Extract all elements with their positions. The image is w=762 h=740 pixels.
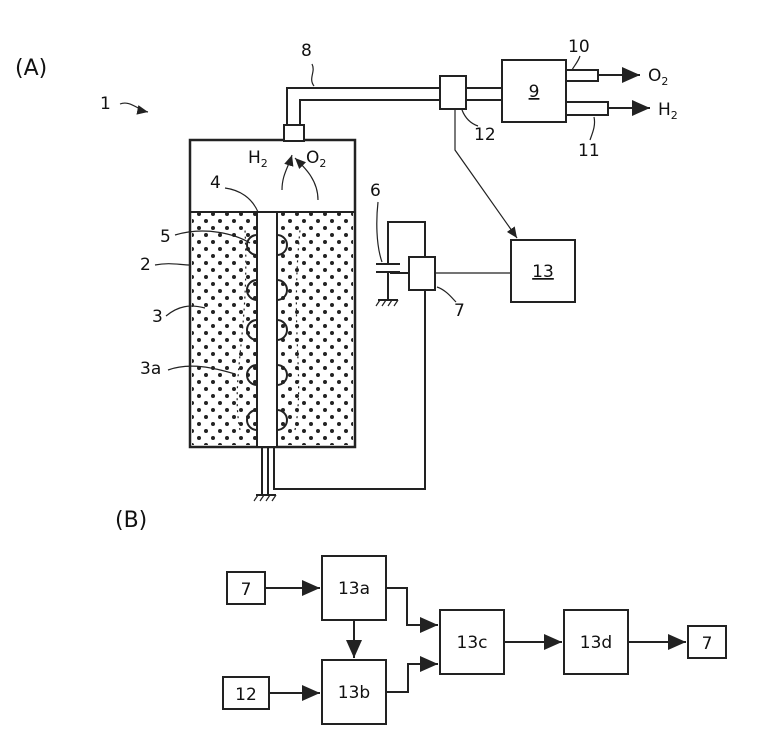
ref-3a-label: 3a	[140, 359, 161, 379]
ref-2-label: 2	[140, 255, 151, 275]
ref-11-leader	[590, 117, 595, 140]
central-electrode-4	[257, 212, 277, 447]
gas-o2-label: O2	[306, 148, 326, 170]
o2-out-label: O2	[648, 66, 668, 88]
ref-4-label: 4	[210, 173, 221, 193]
arrow-13a-to-13c	[386, 588, 438, 625]
ref-1-arrow	[120, 103, 148, 112]
ref-11-label: 11	[578, 141, 600, 161]
block-13c-label: 13c	[457, 633, 488, 653]
panel-a-label: (A)	[15, 56, 47, 81]
pipe-8-top	[287, 88, 440, 140]
gas-arrow-h2	[282, 155, 292, 190]
input-7-label: 7	[241, 580, 252, 600]
gas-h2-label: H2	[248, 148, 268, 170]
pipe-8-fitting	[284, 125, 304, 141]
outlet-10	[566, 70, 598, 81]
ref-5-label: 5	[160, 227, 171, 247]
panel-a: (A) 1	[15, 37, 678, 501]
ref-8-label: 8	[301, 41, 312, 61]
output-7-label: 7	[702, 634, 713, 654]
power-unit-7	[409, 257, 435, 290]
ref-8-leader	[312, 64, 314, 86]
sensor-12	[440, 76, 466, 109]
block-13d-label: 13d	[580, 633, 612, 653]
ref-7-label: 7	[454, 301, 465, 321]
ref-7-leader	[437, 287, 456, 302]
ref-6-label: 6	[370, 181, 381, 201]
ref-12-leader	[462, 110, 478, 126]
block-13a-label: 13a	[338, 579, 370, 599]
pipe-8-bottom	[300, 100, 440, 140]
ref-6-leader	[377, 202, 382, 262]
outlet-11	[566, 102, 608, 115]
arrow-13b-to-13c	[386, 664, 438, 692]
ref-1-label: 1	[100, 94, 111, 114]
input-12-label: 12	[235, 685, 257, 705]
panel-b: (B) 7 12 13a 13b 13c 13d 7	[115, 508, 726, 724]
block-13b-label: 13b	[338, 683, 370, 703]
separator-9-label: 9	[529, 82, 540, 102]
ref-3-label: 3	[152, 307, 163, 327]
ref-12-label: 12	[474, 125, 496, 145]
panel-b-label: (B)	[115, 508, 147, 533]
ref-10-label: 10	[568, 37, 590, 57]
ref-4-leader	[225, 188, 258, 212]
ref-10-leader	[572, 56, 580, 70]
ref-2-leader	[155, 264, 190, 265]
controller-13-label: 13	[532, 262, 554, 282]
h2-out-label: H2	[658, 100, 678, 122]
